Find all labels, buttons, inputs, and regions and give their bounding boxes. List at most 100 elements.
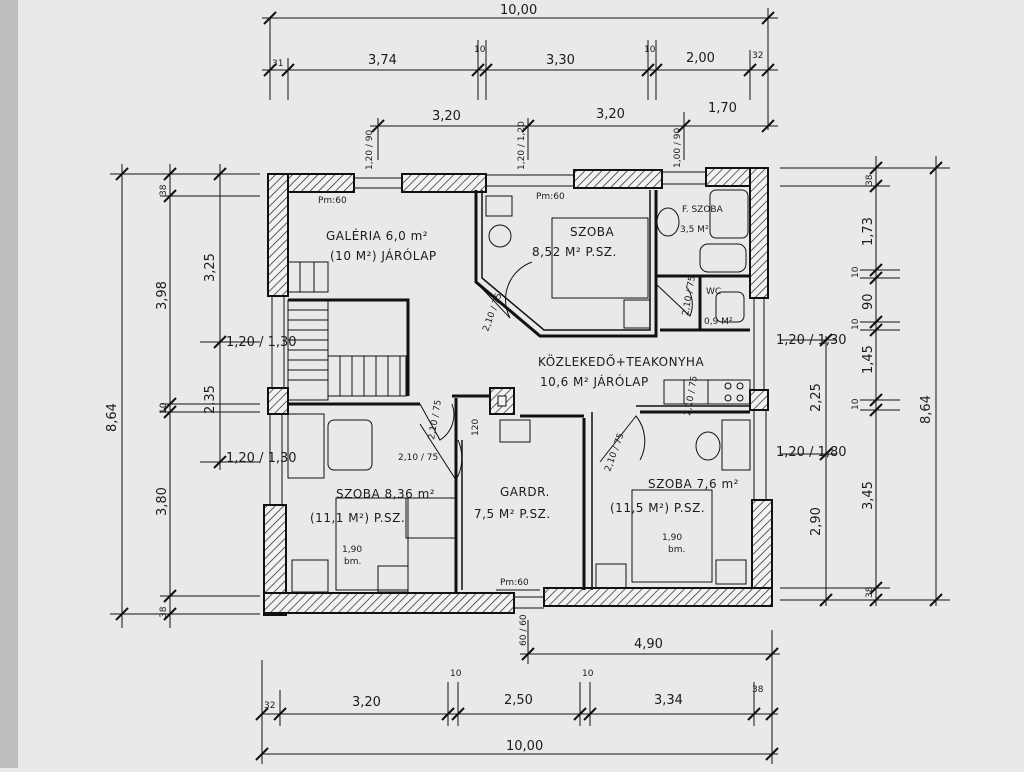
right-dimensions: 8,64 38 1,73 10 90 10 1,45 10 3,45 38 2,… [776, 174, 934, 598]
dim-right-outer-6: 1,45 [861, 345, 876, 374]
dim-top-row-2: 3,74 [368, 53, 397, 68]
dim-bottom-row-2: 3,20 [352, 695, 381, 710]
door-label-6: 2,10 / 75 [683, 375, 700, 416]
dim-left-total: 8,64 [105, 403, 120, 432]
dim-right-outer-3: 10 [851, 266, 861, 278]
pm60-top: Pm:60 [318, 196, 347, 206]
dim-right-outer-9: 38 [865, 586, 875, 598]
dim-right-outer-1: 38 [865, 174, 875, 186]
room-furdo-area: 3,5 M² [680, 225, 709, 235]
dim-bottom-right: 4,90 [634, 637, 663, 652]
bottom-dimensions: 10,00 32 3,20 10 2,50 10 3,34 38 4,90 60… [264, 614, 764, 754]
furniture [287, 189, 751, 593]
dim-bottom-row-5: 10 [582, 669, 594, 679]
dim-bottom-door: 60 / 60 [519, 614, 529, 646]
room-kozlekedo-area: 10,6 M² JÁRÓLAP [540, 374, 649, 389]
dim-top-opening-1: 3,20 [432, 109, 461, 124]
dim-left-inner-1: 3,25 [203, 253, 218, 282]
pm60-bottom: Pm:60 [500, 578, 529, 588]
dim-left-outer-5: 38 [159, 606, 169, 618]
dim-right-inner-1: 2,25 [809, 383, 824, 412]
dim-top-row-7: 32 [752, 51, 763, 61]
dim-bottom-row-3: 10 [450, 669, 462, 679]
room-szoba1-area: 8,52 M² P.SZ. [532, 245, 617, 259]
dimension-lines [110, 8, 950, 764]
room-labels: GALÉRIA 6,0 m² (10 M²) JÁRÓLAP Pm:60 Pm:… [310, 192, 739, 588]
chimney [489, 387, 515, 415]
room-furdo-name: F. SZOBA [682, 205, 724, 215]
dim-right-outer-2: 1,73 [861, 217, 876, 246]
dim-top-row-6: 2,00 [686, 51, 715, 66]
room-szoba1-name: SZOBA [570, 225, 615, 239]
door-swings [419, 261, 693, 481]
dim-top-row-3: 10 [474, 45, 486, 55]
dim-window-top-1: 1,20 / 90 [365, 129, 375, 170]
exterior-walls [263, 167, 773, 616]
dim-right-inner-2: 2,90 [809, 507, 824, 536]
room-gardr-name: GARDR. [500, 485, 550, 499]
room-wc-name: WC [706, 287, 721, 297]
dim-bottom-row-6: 3,34 [654, 693, 683, 708]
dim-bottom-row-4: 2,50 [504, 693, 533, 708]
dim-right-window-2: 1,20 / 1,80 [776, 445, 847, 460]
room-szoba3-name: SZOBA 7,6 m² [648, 477, 739, 491]
door-label-1: 2,10 / 75 [481, 292, 504, 333]
dim-left-outer-3: 10 [159, 402, 169, 414]
room-galeria-area: (10 M²) JÁRÓLAP [330, 248, 437, 263]
dim-left-window-1: 1,20 / 1,30 [226, 335, 297, 350]
bed-right-room [631, 489, 713, 583]
staircase [287, 261, 407, 401]
dim-left-inner-2: 2,35 [203, 385, 218, 414]
sink-icon [656, 207, 680, 237]
dim-window-top-3: 1,00 / 90 [673, 127, 683, 168]
bed-left-room [335, 497, 409, 591]
dim-right-total: 8,64 [919, 395, 934, 424]
pm60-mid: Pm:60 [536, 192, 565, 202]
top-dimensions: 10,00 31 3,74 10 3,30 10 2,00 32 3,20 3,… [272, 3, 763, 170]
toilet-icon [715, 291, 745, 323]
dim-top-opening-3: 1,70 [708, 101, 737, 116]
kitchenette-icon [663, 379, 751, 405]
bed-length-2: 1,90 [662, 533, 682, 543]
dim-bottom-row-7: 38 [752, 685, 764, 695]
bathtub-icon [709, 189, 749, 239]
dim-right-outer-8: 3,45 [861, 481, 876, 510]
dim-right-window-1: 1,20 / 1,30 [776, 333, 847, 348]
room-galeria-name: GALÉRIA 6,0 m² [326, 228, 428, 243]
bed-unit-1: bm. [344, 557, 361, 567]
dim-bottom-row-1: 32 [264, 701, 275, 711]
bed-length-1: 1,90 [342, 545, 362, 555]
dim-top-row-5: 10 [644, 45, 656, 55]
paper-edge [0, 0, 18, 768]
door-label-120: 120 [471, 419, 481, 436]
room-szoba2-name: SZOBA 8,36 m² [336, 487, 435, 501]
dim-top-row-4: 3,30 [546, 53, 575, 68]
dim-window-top-2: 1,20 / 1,20 [517, 121, 527, 170]
door-label-2: 2,10 / 75 [427, 399, 444, 440]
room-gardr-area: 7,5 M² P.SZ. [474, 507, 551, 521]
dim-top-total: 10,00 [500, 3, 537, 18]
room-szoba2-area: (11,1 M²) P.SZ. [310, 511, 405, 525]
room-szoba3-area: (11,5 M²) P.SZ. [610, 501, 705, 515]
door-label-3: 2,10 / 75 [398, 453, 438, 463]
dim-right-outer-4: 90 [861, 293, 876, 310]
door-label-5: 2,10 / 75 [681, 275, 698, 316]
dim-top-row-1: 31 [272, 59, 283, 69]
room-kozlekedo-name: KÖZLEKEDŐ+TEAKONYHA [538, 353, 704, 369]
dim-left-outer-1: 38 [159, 184, 169, 196]
left-dimensions: 8,64 38 3,98 10 3,80 38 3,25 2,35 1,20 /… [105, 184, 297, 618]
dim-top-opening-2: 3,20 [596, 107, 625, 122]
bed-top-room [551, 217, 649, 299]
dim-bottom-total: 10,00 [506, 739, 543, 754]
dim-left-window-2: 1,20 / 1,30 [226, 451, 297, 466]
dim-left-outer-2: 3,98 [155, 281, 170, 310]
dim-right-outer-5: 10 [851, 318, 861, 330]
bed-unit-2: bm. [668, 545, 685, 555]
dimension-ticks [115, 11, 943, 761]
window-glazing [269, 171, 767, 609]
dim-right-outer-7: 10 [851, 398, 861, 410]
room-wc-area: 0,9 M² [704, 317, 733, 327]
interior-walls [288, 190, 750, 594]
